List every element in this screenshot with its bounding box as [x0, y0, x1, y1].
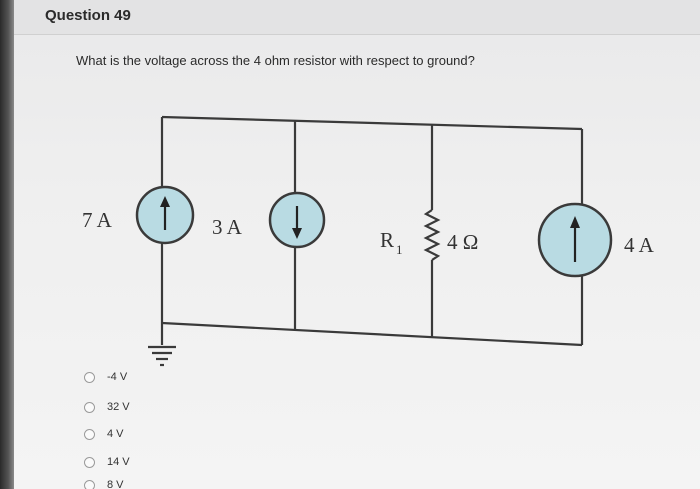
current-source-2 [268, 191, 326, 249]
answer-option[interactable]: 4 V [84, 425, 204, 443]
question-header [14, 0, 700, 35]
answer-option[interactable]: 8 V [84, 476, 204, 489]
radio-button[interactable] [84, 401, 95, 413]
radio-button[interactable] [84, 428, 95, 440]
current-source-1 [135, 185, 195, 245]
option-label: -4 V [107, 371, 128, 383]
radio-button[interactable] [84, 479, 95, 489]
radio-button[interactable] [84, 456, 95, 468]
question-prompt: What is the voltage across the 4 ohm res… [76, 53, 475, 68]
wire-bottom [161, 321, 583, 347]
current-source-4 [537, 202, 613, 278]
radio-button[interactable] [84, 371, 95, 383]
option-label: 14 V [107, 456, 130, 468]
wire-top [161, 115, 583, 131]
source-2-label: 3 A [212, 215, 243, 239]
resistor-name: R [380, 228, 394, 252]
answer-option[interactable]: 32 V [84, 398, 204, 416]
question-number: Question 49 [45, 7, 131, 24]
circuit-wires [148, 115, 584, 367]
option-label: 32 V [107, 401, 130, 413]
resistor-subscript: 1 [396, 242, 403, 257]
resistor-value: 4 Ω [447, 230, 478, 254]
device-bezel [0, 0, 14, 489]
answer-option[interactable]: -4 V [84, 368, 204, 386]
option-label: 4 V [107, 428, 124, 440]
option-label: 8 V [107, 479, 124, 489]
resistor-zigzag [423, 209, 441, 261]
source-4-label: 4 A [624, 233, 655, 257]
answer-option[interactable]: 14 V [84, 453, 204, 471]
source-1-label: 7 A [82, 208, 113, 232]
